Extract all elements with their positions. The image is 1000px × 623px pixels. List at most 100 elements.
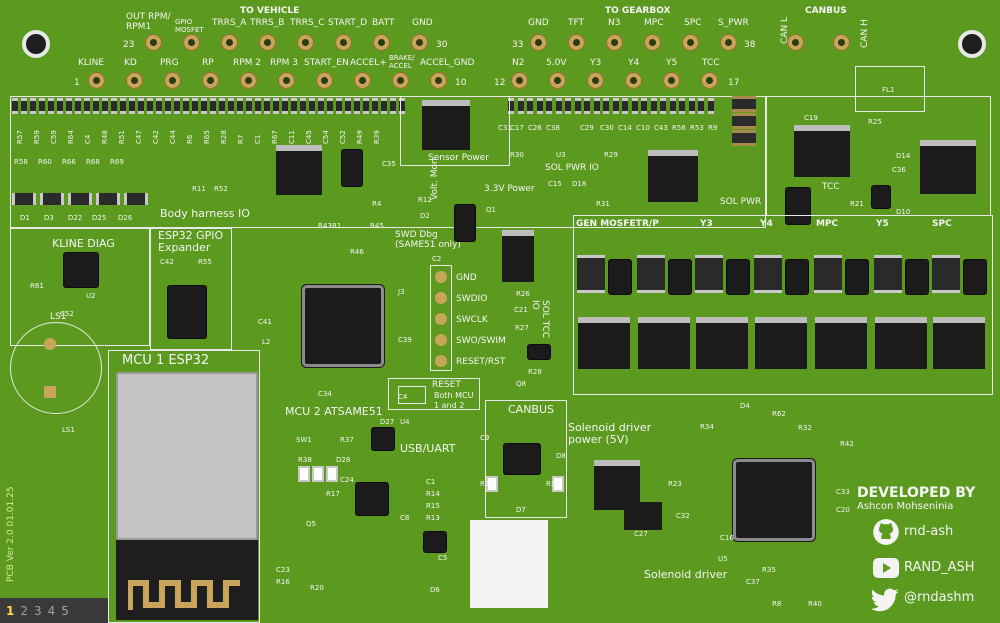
- refdes-label: R34: [700, 423, 714, 431]
- tcc-label: TCC: [822, 182, 840, 192]
- layer-tab-1[interactable]: 1: [6, 603, 15, 618]
- layer-tab-4[interactable]: 4: [47, 603, 56, 618]
- youtube-icon: [873, 558, 899, 578]
- refdes-label: C32: [676, 512, 690, 520]
- connector-pin: [259, 34, 276, 51]
- layer-tab-2[interactable]: 2: [20, 603, 28, 618]
- tft-label: TFT: [568, 18, 585, 28]
- github-icon: [873, 519, 899, 545]
- smd-resistor: [57, 98, 63, 114]
- fl1-label: FL1: [882, 86, 895, 94]
- refdes-label: R25: [868, 118, 882, 126]
- smd-resistor: [555, 98, 562, 114]
- connector-pin: [787, 34, 804, 51]
- inductor: [732, 130, 756, 146]
- smd-resistor: [622, 98, 628, 114]
- mpc-label: MPC: [644, 18, 664, 28]
- body-harness-io-label: Body harness IO: [160, 207, 250, 220]
- smd-resistor: [363, 98, 369, 114]
- smd-resistor: [147, 98, 153, 114]
- esp32-gpio-label: ESP32 GPIO Expander: [158, 229, 224, 254]
- refdes-label: D27: [380, 418, 395, 426]
- smd-resistor: [612, 98, 619, 114]
- power-mosfet: [815, 317, 867, 369]
- smd-resistor: [255, 98, 261, 114]
- solenoid-driver-label: Solenoid driver: [644, 568, 728, 581]
- gen-mosfet-label: GEN MOSFET: [576, 219, 642, 229]
- refdes-label: C21: [514, 306, 528, 314]
- ic-chip: [872, 186, 890, 208]
- pin-number: 17: [728, 78, 740, 88]
- refdes-label: D7: [516, 506, 526, 514]
- refdes-label: C10: [636, 124, 650, 132]
- smd-resistor: [282, 98, 288, 114]
- reset-section: [388, 378, 480, 410]
- resistor-array: [508, 98, 723, 116]
- y3-label: Y3: [590, 58, 602, 68]
- smd-resistor: [300, 98, 306, 114]
- smd-resistor: [111, 98, 117, 114]
- layer-tabs[interactable]: 1 2 3 4 5: [0, 598, 108, 623]
- power-mosfet: [755, 317, 807, 369]
- resistor-array: [12, 98, 412, 116]
- smd-resistor: [698, 98, 704, 114]
- power-mosfet: [875, 317, 927, 369]
- smd-resistor: [527, 98, 533, 114]
- refdes-label: U3: [556, 151, 566, 159]
- can-tx-led: [486, 476, 498, 492]
- layer-tab-5[interactable]: 5: [61, 603, 69, 618]
- refdes-label: R11: [192, 185, 206, 193]
- refdes-label: R56: [672, 124, 686, 132]
- connector-pin: [183, 34, 200, 51]
- author-name: Ashcon Mohseninia: [857, 501, 954, 512]
- swo-label: SWO/SWIM: [456, 336, 506, 346]
- refdes-label: D14: [896, 152, 911, 160]
- refdes-label: R13: [426, 514, 440, 522]
- regulator-chip: [276, 145, 322, 195]
- refdes-label: C26: [528, 124, 542, 132]
- smd-resistor: [754, 255, 782, 293]
- swd-pin: [435, 355, 447, 367]
- refdes-label: C8: [400, 514, 410, 522]
- 5v-label: 5.0V: [546, 58, 567, 68]
- refdes-label: D8: [556, 452, 566, 460]
- regulator-chip: [920, 140, 976, 194]
- refdes-label: R8: [772, 600, 782, 608]
- refdes-label: R55: [198, 258, 212, 266]
- solenoid-driver-mcu: [736, 462, 812, 538]
- layer-tab-3[interactable]: 3: [34, 603, 42, 618]
- mosfet-small: [964, 260, 986, 294]
- spc-mosfet-label: SPC: [932, 219, 952, 229]
- refdes-label: R21: [850, 200, 864, 208]
- refdes-label: R43: [318, 222, 332, 230]
- refdes-label: SW1: [296, 436, 312, 444]
- smd-resistor: [120, 98, 126, 114]
- smd-diode: [40, 193, 64, 205]
- refdes-label: R38: [298, 456, 312, 464]
- smd-resistor: [237, 98, 243, 114]
- refdes-label: R18: [546, 480, 560, 488]
- refdes-label: U4: [400, 418, 410, 426]
- connector-pin: [549, 72, 566, 89]
- pin-number: 10: [455, 78, 467, 88]
- rp-label: RP: [202, 58, 214, 68]
- connector-pin: [530, 34, 547, 51]
- refdes-label: R53: [690, 124, 704, 132]
- smd-resistor: [399, 98, 405, 114]
- smd-resistor: [39, 98, 45, 114]
- regulator-chip: [422, 100, 470, 150]
- refdes-label: C24: [340, 476, 354, 484]
- s-pwr-label: S_PWR: [718, 18, 749, 28]
- connector-pin: [644, 34, 661, 51]
- smd-resistor: [372, 98, 378, 114]
- refdes-label: C42: [160, 258, 174, 266]
- refdes-label: R61: [30, 282, 44, 290]
- swd-pin: [435, 292, 447, 304]
- ic-chip: [786, 188, 810, 224]
- smd-resistor: [219, 98, 225, 114]
- connector-pin: [587, 72, 604, 89]
- connector-pin: [701, 72, 718, 89]
- brake-accel-label: BRAKE/ ACCEL: [389, 54, 415, 70]
- connector-pin: [606, 34, 623, 51]
